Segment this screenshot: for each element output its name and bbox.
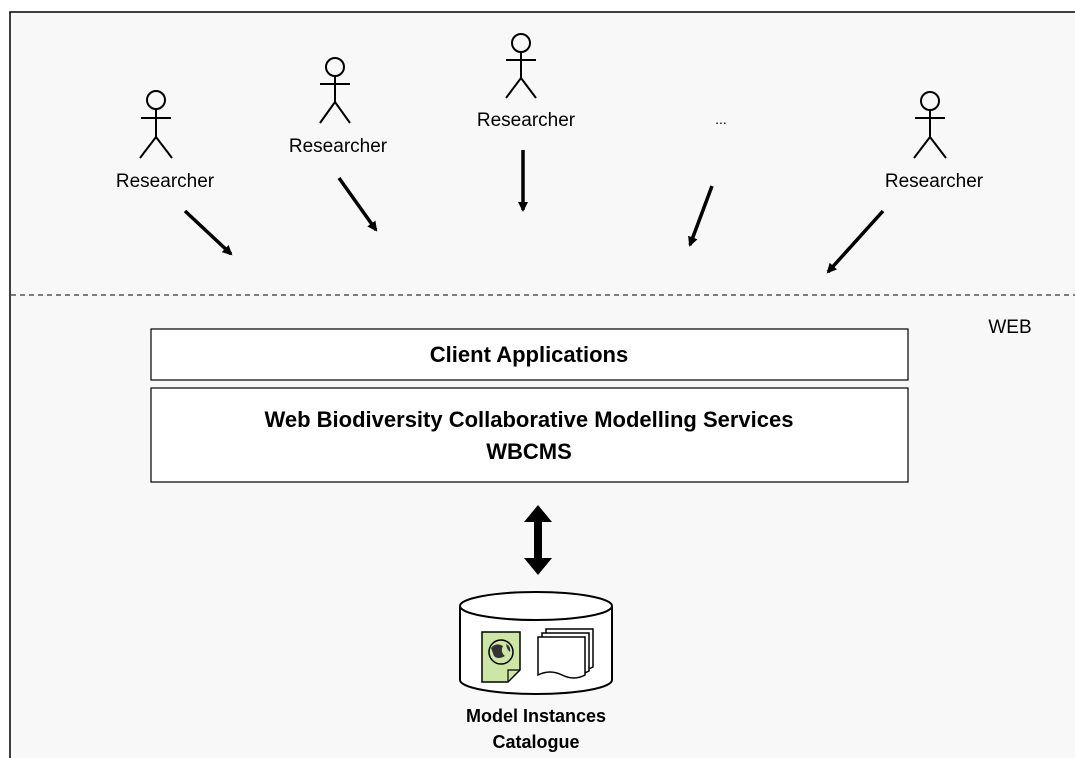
researcher-actor-3 xyxy=(505,33,537,99)
request-arrows xyxy=(183,150,885,274)
researcher-label-5: Researcher xyxy=(885,171,984,192)
researcher-label-2: Researcher xyxy=(289,136,388,157)
catalogue-label-line1: Model Instances xyxy=(466,706,606,726)
researcher-label-3: Researcher xyxy=(477,110,576,131)
wbcms-acronym: WBCMS xyxy=(486,439,572,464)
web-label: WEB xyxy=(988,317,1031,338)
more-researchers-ellipsis: ... xyxy=(715,111,727,127)
wbcms-box xyxy=(150,387,909,483)
double-arrow-icon xyxy=(524,505,552,575)
researcher-actor-2 xyxy=(319,57,351,124)
arrow-4 xyxy=(688,185,714,247)
researcher-label-1: Researcher xyxy=(116,171,215,192)
client-applications-label: Client Applications xyxy=(430,342,628,367)
map-document-icon xyxy=(481,631,521,683)
arrow-1 xyxy=(183,209,233,256)
stacked-documents-icon xyxy=(537,628,594,679)
researcher-actor-5 xyxy=(913,91,947,159)
wbcms-title: Web Biodiversity Collaborative Modelling… xyxy=(265,407,794,432)
arrow-2 xyxy=(337,176,378,232)
client-applications-box xyxy=(150,328,909,381)
catalogue-label-line2: Catalogue xyxy=(492,732,579,752)
researcher-actor-1 xyxy=(139,90,173,159)
arrow-5 xyxy=(826,209,885,274)
diagram-border xyxy=(9,11,1075,758)
globe-icon xyxy=(488,639,514,665)
